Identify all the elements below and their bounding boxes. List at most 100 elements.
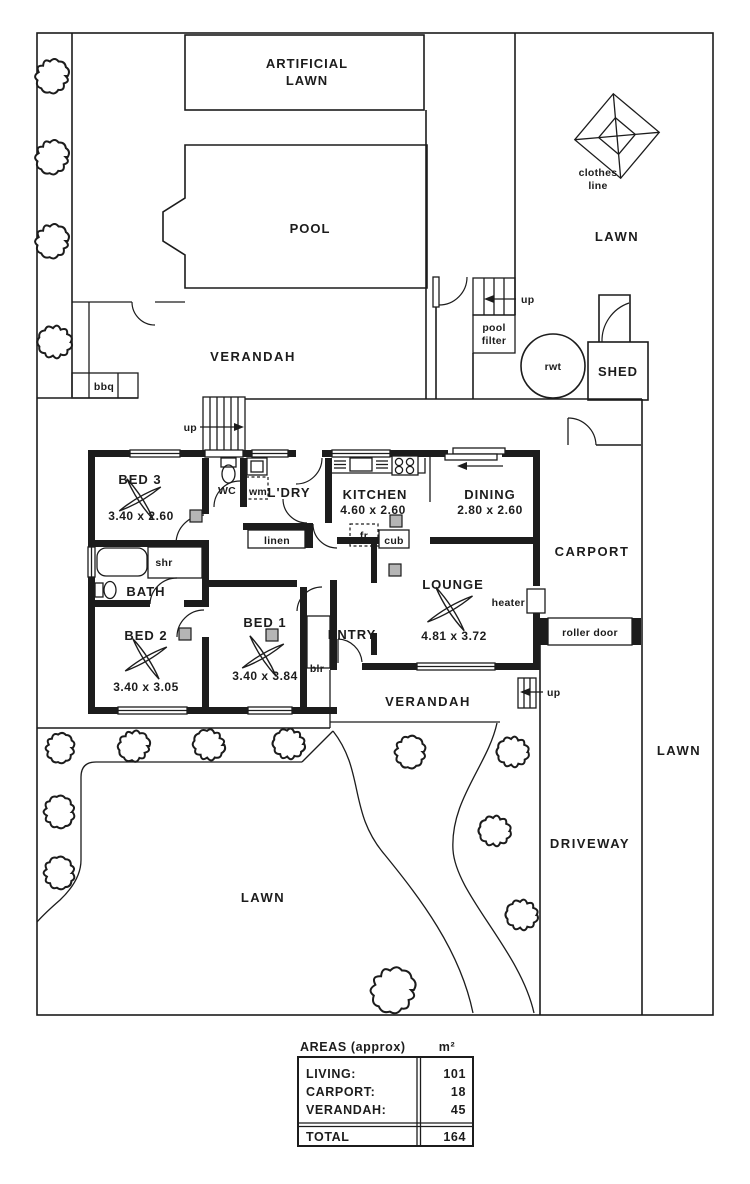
dining-dims: 2.80 x 2.60 [457,503,523,517]
ceiling-cross-icon [124,646,168,672]
tree-icon [34,138,70,176]
sink-icon [334,457,388,472]
rwt-label: rwt [545,361,562,373]
lawn-top-right-label: LAWN [595,229,639,244]
fridge-box [349,523,379,547]
artificial-lawn: ARTIFICIAL LAWN [184,34,425,111]
kitchen-dims: 4.60 x 2.60 [340,503,406,517]
cub-label: cub [384,535,404,547]
gate-arc-pool [131,301,156,326]
cooktop-icon [391,455,419,476]
pool-label: POOL [290,221,331,236]
shed-label: SHED [598,364,638,379]
areas-row-label: LIVING: [306,1067,356,1081]
fr-label: fr [360,530,368,542]
bed3-dims: 3.40 x 2.60 [108,509,174,523]
stairs-house: up [184,396,246,453]
entry-door-arc [337,638,363,663]
linen-label: linen [264,535,290,547]
ceiling-cross-icon [118,486,162,512]
tree-icon [36,324,73,360]
wc-door-arc [213,480,241,508]
verandah-top-label: VERANDAH [210,349,296,364]
window [117,706,188,715]
boiler-closet [306,615,331,669]
rainwater-tank: rwt [520,333,586,399]
areas-row-label: CARPORT: [306,1085,375,1099]
tree-icon [504,898,539,932]
driveway-label: DRIVEWAY [550,836,630,851]
ldry-hall-door-arc [282,498,308,524]
bed2-dims: 3.40 x 3.05 [113,680,179,694]
ldry-rear-door-arc [295,457,323,485]
areas-table-title: AREAS (approx) [300,1040,406,1054]
garden-bed-border [36,761,302,923]
bed3-label: BED 3 [118,472,161,487]
tree-icon [116,729,152,763]
bed1-door-arc [296,586,323,612]
bed2-door-arc [176,609,205,638]
bath-label: BATH [126,584,165,599]
stairs-pool: up [432,276,534,316]
carport-gate-arc [567,417,597,446]
tree-icon [271,727,306,761]
washing-machine-box [245,476,269,500]
vent-square [178,627,192,641]
vent-square [389,514,403,528]
bed1-label: BED 1 [243,615,286,630]
room-labels: BED 3 3.40 x 2.60 WC wm L'DRY linen KITC… [108,472,524,694]
kitchen-hall-door-arc [312,523,338,549]
artificial-lawn-label-2: LAWN [286,73,328,88]
dining-label: DINING [464,487,516,502]
house-walls [87,447,540,715]
up-arrow-right [234,423,244,431]
blr-label: blr [310,663,324,675]
clothes-line-label-2: line [588,180,607,192]
pool-filter-label-1: pool [482,322,505,334]
areas-total-value: 164 [443,1130,466,1144]
pool-filter-label-2: filter [482,335,507,347]
areas-row-label: VERANDAH: [306,1103,386,1117]
lounge-label: LOUNGE [422,577,484,592]
ceiling-cross-icon [132,638,160,680]
fixtures [94,455,546,669]
path-edge-right [452,722,535,1014]
verandah-top: VERANDAH [72,301,296,373]
clothes-line-label-1: clothes [579,167,618,179]
ceiling-cross-icon [126,478,154,520]
lawn-bottom-label: LAWN [241,890,285,905]
areas-row-value: 101 [443,1067,466,1081]
gate-arc-side [438,276,468,306]
carport-label: CARPORT [555,544,630,559]
shower-box [147,546,203,579]
lounge-dims: 4.81 x 3.72 [421,629,487,643]
entry-label: ENTRY [328,627,377,642]
tree-icon [42,794,76,830]
window [87,546,96,578]
bbq-label: bbq [94,381,114,393]
window [331,449,391,458]
up-arrow-left [520,688,530,696]
artificial-lawn-label-1: ARTIFICIAL [266,56,348,71]
ceiling-cross-layer [118,478,473,680]
laundry-trough-icon [246,457,268,476]
interior-walls [95,457,533,707]
up-house-label: up [184,422,197,434]
areas-row-value: 45 [451,1103,466,1117]
areas-table: AREAS (approx) m² LIVING: 101 CARPORT: 1… [297,1040,474,1147]
garden: LAWN DRIVEWAY LAWN [36,722,700,1014]
sliding-door [444,447,506,470]
heater-unit [526,588,546,614]
up-front-label: up [547,687,560,699]
toilet-icon [220,457,237,484]
tree-icon [44,731,76,765]
areas-row-value: 18 [451,1085,466,1099]
roller-door-label: roller door [562,627,618,639]
cupboard-box [378,529,410,549]
toilet-icon-bath [94,580,117,600]
verandah-bottom: VERANDAH up [329,670,560,728]
tree-icon [191,728,227,762]
ceiling-cross-icon [241,643,285,669]
tree-icon [369,966,417,1015]
